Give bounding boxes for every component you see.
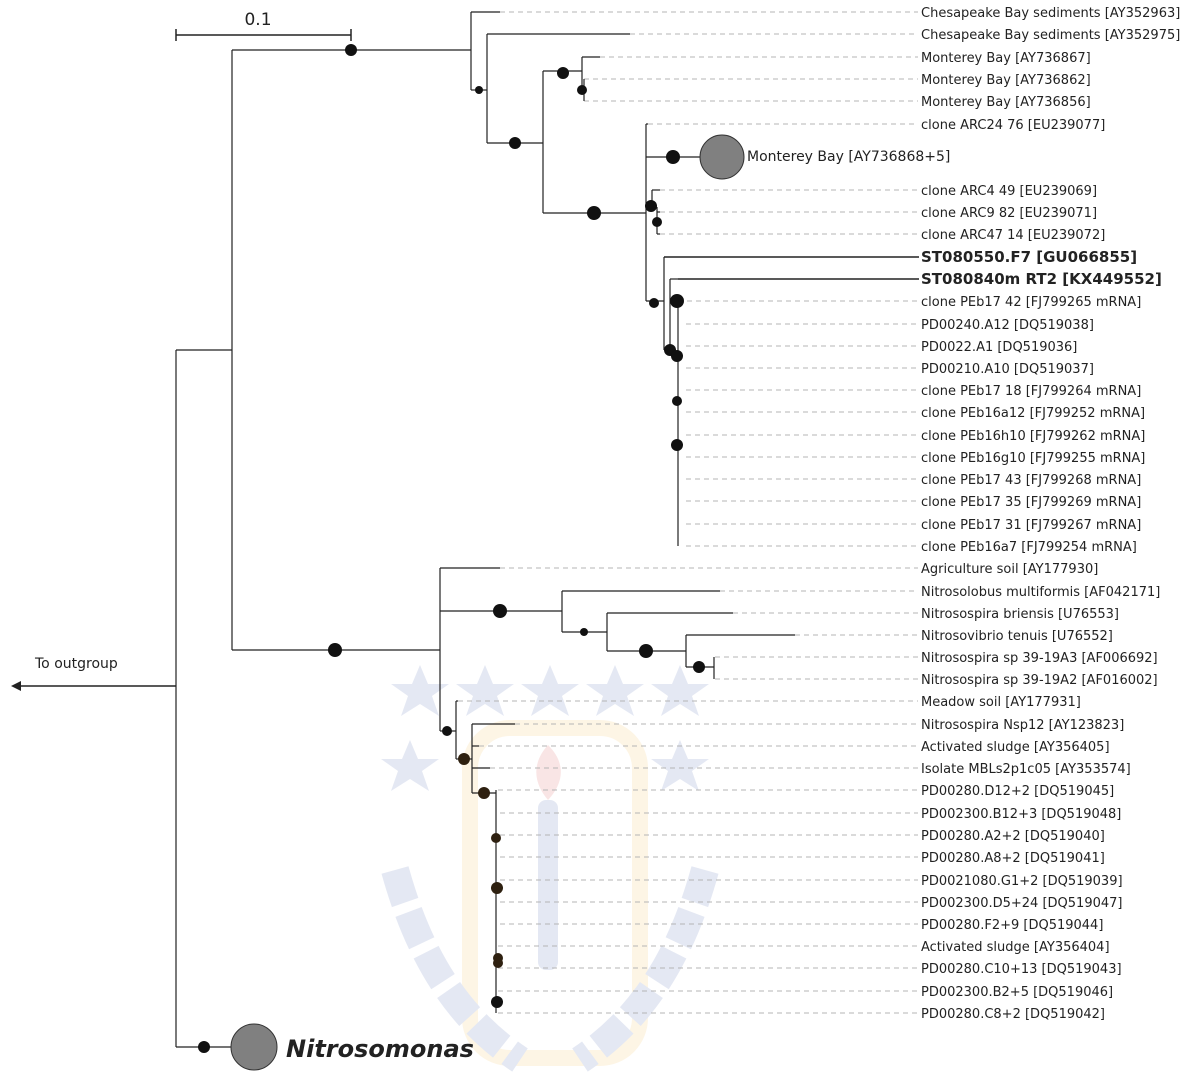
collapsed-clade-circle [700, 135, 744, 179]
leaf-label: PD002300.B12+3 [DQ519048] [921, 807, 1121, 822]
support-node [670, 294, 684, 308]
leaf-label: Isolate MBLs2p1c05 [AY353574] [921, 762, 1131, 777]
leaf-label: Activated sludge [AY356405] [921, 740, 1110, 755]
leaf-label: clone PEb17 35 [FJ799269 mRNA] [921, 495, 1141, 510]
watermark-torch-stem [538, 800, 558, 970]
leaf-label: Nitrosospira sp 39-19A2 [AF016002] [921, 673, 1158, 688]
collapsed-clade-nitrosomonas: Nitrosomonas [231, 1024, 474, 1070]
support-node [639, 644, 653, 658]
leaf-label: PD00280.C10+13 [DQ519043] [921, 962, 1122, 977]
leaf-label: PD002300.D5+24 [DQ519047] [921, 896, 1122, 911]
support-node [493, 604, 507, 618]
leaf-label: clone PEb16g10 [FJ799255 mRNA] [921, 451, 1145, 466]
leaf-label: Monterey Bay [AY736856] [921, 95, 1091, 110]
leaf-label: clone ARC9 82 [EU239071] [921, 206, 1097, 221]
leaf-label: Chesapeake Bay sediments [AY352963] [921, 6, 1180, 21]
leaf-label: clone PEb17 31 [FJ799267 mRNA] [921, 518, 1141, 533]
support-node [645, 200, 657, 212]
support-node [672, 396, 682, 406]
support-node [442, 726, 452, 736]
outgroup-arrow: To outgroup [11, 656, 176, 691]
support-node [509, 137, 521, 149]
support-node [587, 206, 601, 220]
scale-bar-label: 0.1 [244, 10, 271, 30]
support-node [198, 1041, 210, 1053]
support-node [475, 86, 483, 94]
support-node [493, 958, 503, 968]
support-node [491, 996, 503, 1008]
leaf-label: Chesapeake Bay sediments [AY352975] [921, 28, 1180, 43]
leaf-label: PD00210.A10 [DQ519037] [921, 362, 1094, 377]
collapsed-clade-monterey: Monterey Bay [AY736868+5] [700, 135, 950, 179]
watermark-star-row-top [391, 665, 709, 716]
outgroup-label: To outgroup [34, 656, 118, 672]
leaf-label: clone PEb16a7 [FJ799254 mRNA] [921, 540, 1137, 555]
leaf-label: clone ARC47 14 [EU239072] [921, 228, 1105, 243]
support-node [580, 628, 588, 636]
support-node [557, 67, 569, 79]
watermark-flame [536, 745, 561, 800]
leaf-label: PD00280.F2+9 [DQ519044] [921, 918, 1103, 933]
leaf-label: PD002300.B2+5 [DQ519046] [921, 985, 1113, 1000]
nitrosomonas-label: Nitrosomonas [286, 1035, 474, 1063]
support-node [652, 217, 662, 227]
leaf-label: clone PEb16a12 [FJ799252 mRNA] [921, 406, 1145, 421]
leaf-label: Monterey Bay [AY736867] [921, 51, 1091, 66]
leaf-label: Monterey Bay [AY736862] [921, 73, 1091, 88]
leaf-label: ST080550.F7 [GU066855] [921, 248, 1137, 266]
leaf-label: Nitrosospira briensis [U76553] [921, 607, 1119, 622]
leaf-label: clone ARC4 49 [EU239069] [921, 184, 1097, 199]
leaf-label: PD0021080.G1+2 [DQ519039] [921, 874, 1123, 889]
nitrosomonas-circle [231, 1024, 277, 1070]
leaf-label: Nitrosovibrio tenuis [U76552] [921, 629, 1113, 644]
leaf-label: PD00280.D12+2 [DQ519045] [921, 784, 1114, 799]
leaf-label: PD00280.C8+2 [DQ519042] [921, 1007, 1105, 1022]
support-node [491, 882, 503, 894]
support-node [649, 298, 659, 308]
scale-bar: 0.1 [176, 10, 351, 41]
leaf-label: Agriculture soil [AY177930] [921, 562, 1098, 577]
leaf-label: ST080840m RT2 [KX449552] [921, 270, 1162, 288]
support-node [671, 439, 683, 451]
arrowhead-icon [11, 681, 21, 691]
support-node [666, 150, 680, 164]
support-node [577, 85, 587, 95]
support-node [345, 44, 357, 56]
leaf-label: Nitrosolobus multiformis [AF042171] [921, 585, 1160, 600]
leaf-label: PD00280.A2+2 [DQ519040] [921, 829, 1105, 844]
leaf-label: Meadow soil [AY177931] [921, 695, 1081, 710]
leaf-label: clone PEb17 42 [FJ799265 mRNA] [921, 295, 1141, 310]
leaf-label: clone PEb16h10 [FJ799262 mRNA] [921, 429, 1145, 444]
leaf-label: Activated sludge [AY356404] [921, 940, 1110, 955]
leaf-label: PD0022.A1 [DQ519036] [921, 340, 1077, 355]
leaf-label: PD00240.A12 [DQ519038] [921, 318, 1094, 333]
support-node [478, 787, 490, 799]
support-node [693, 661, 705, 673]
leaf-label: clone PEb17 18 [FJ799264 mRNA] [921, 384, 1141, 399]
support-node [491, 833, 501, 843]
support-node [458, 753, 470, 765]
support-node [671, 350, 683, 362]
leaf-labels: Chesapeake Bay sediments [AY352963] Chesa… [921, 6, 1180, 1022]
leaf-label: PD00280.A8+2 [DQ519041] [921, 851, 1105, 866]
leaf-label: clone ARC24 76 [EU239077] [921, 118, 1105, 133]
leaf-label: Nitrosospira Nsp12 [AY123823] [921, 718, 1124, 733]
leaf-label: clone PEb17 43 [FJ799268 mRNA] [921, 473, 1141, 488]
support-node [328, 643, 342, 657]
collapsed-clade-label: Monterey Bay [AY736868+5] [747, 149, 950, 165]
leaf-label: Nitrosospira sp 39-19A3 [AF006692] [921, 651, 1158, 666]
